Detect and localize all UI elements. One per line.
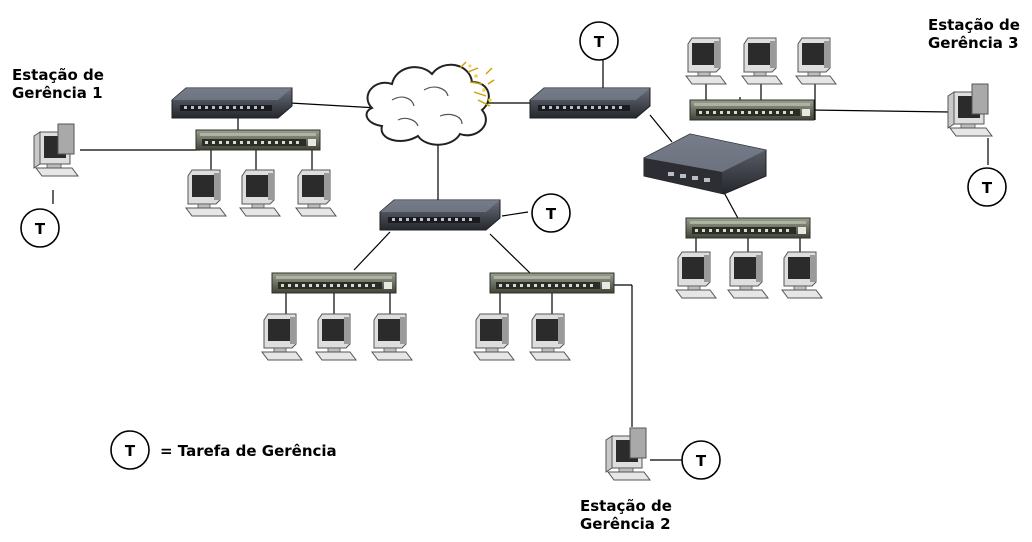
workstation-icon: [741, 37, 783, 85]
cloud-icon: [365, 63, 490, 146]
station3-label-line1: Estação de: [928, 16, 1020, 34]
task-symbol: T: [125, 442, 136, 460]
router-station1-icon: [171, 87, 293, 119]
task-symbol: T: [696, 452, 707, 470]
router-top-icon: [529, 87, 651, 119]
station3-label: Estação de Gerência 3: [928, 16, 1020, 52]
workstation-icon: [675, 251, 717, 299]
workstation-icon: [781, 251, 823, 299]
hub-lower-left-icon: [271, 272, 397, 294]
station3-workstation-icon: [947, 83, 993, 137]
workstation-icon: [295, 169, 337, 217]
workstation-icon: [315, 313, 357, 361]
station2-workstation-icon: [605, 427, 651, 481]
station1-workstation-icon: [33, 123, 79, 177]
task-circle-icon: [681, 440, 721, 480]
legend-task-circle: T: [110, 430, 150, 470]
lightning-spark-icon: [459, 61, 495, 107]
task-symbol: T: [982, 179, 993, 197]
hub-station1-icon: [195, 129, 321, 151]
workstation-icon: [473, 313, 515, 361]
task-circle-top: T: [579, 21, 619, 61]
workstation-icon: [185, 169, 227, 217]
workstation-icon: [261, 313, 303, 361]
task-circle-icon: [20, 208, 60, 248]
router-center-icon: [379, 199, 501, 231]
task-circle-center: T: [531, 193, 571, 233]
station2-label-line2: Gerência 2: [580, 515, 671, 533]
task-circle-icon: [579, 21, 619, 61]
workstation-icon: [685, 37, 727, 85]
task-symbol: T: [546, 205, 557, 223]
task-circle-station1: T: [20, 208, 60, 248]
hub-station3-icon: [689, 99, 815, 121]
station2-label: Estação de Gerência 2: [580, 497, 672, 533]
station2-label-line1: Estação de: [580, 497, 672, 515]
station3-label-line2: Gerência 3: [928, 34, 1019, 52]
workstation-icon: [371, 313, 413, 361]
hub-right-icon: [685, 217, 811, 239]
task-symbol: T: [594, 33, 605, 51]
workstation-icon: [727, 251, 769, 299]
workstation-icon: [795, 37, 837, 85]
task-circle-station3: T: [967, 167, 1007, 207]
wan-cloud: [365, 61, 495, 146]
station1-label: Estação de Gerência 1: [12, 66, 104, 102]
task-symbol: T: [35, 220, 46, 238]
workstation-icon: [529, 313, 571, 361]
task-circle-icon: [967, 167, 1007, 207]
hub-lower-right-icon: [489, 272, 615, 294]
station1-label-line1: Estação de: [12, 66, 104, 84]
task-circle-icon: [531, 193, 571, 233]
task-circle-station2: T: [681, 440, 721, 480]
workstation-icon: [239, 169, 281, 217]
station1-label-line2: Gerência 1: [12, 84, 103, 102]
router-switch-icon: [643, 133, 767, 195]
legend-text: = Tarefa de Gerência: [160, 442, 337, 460]
task-circle-icon: [110, 430, 150, 470]
